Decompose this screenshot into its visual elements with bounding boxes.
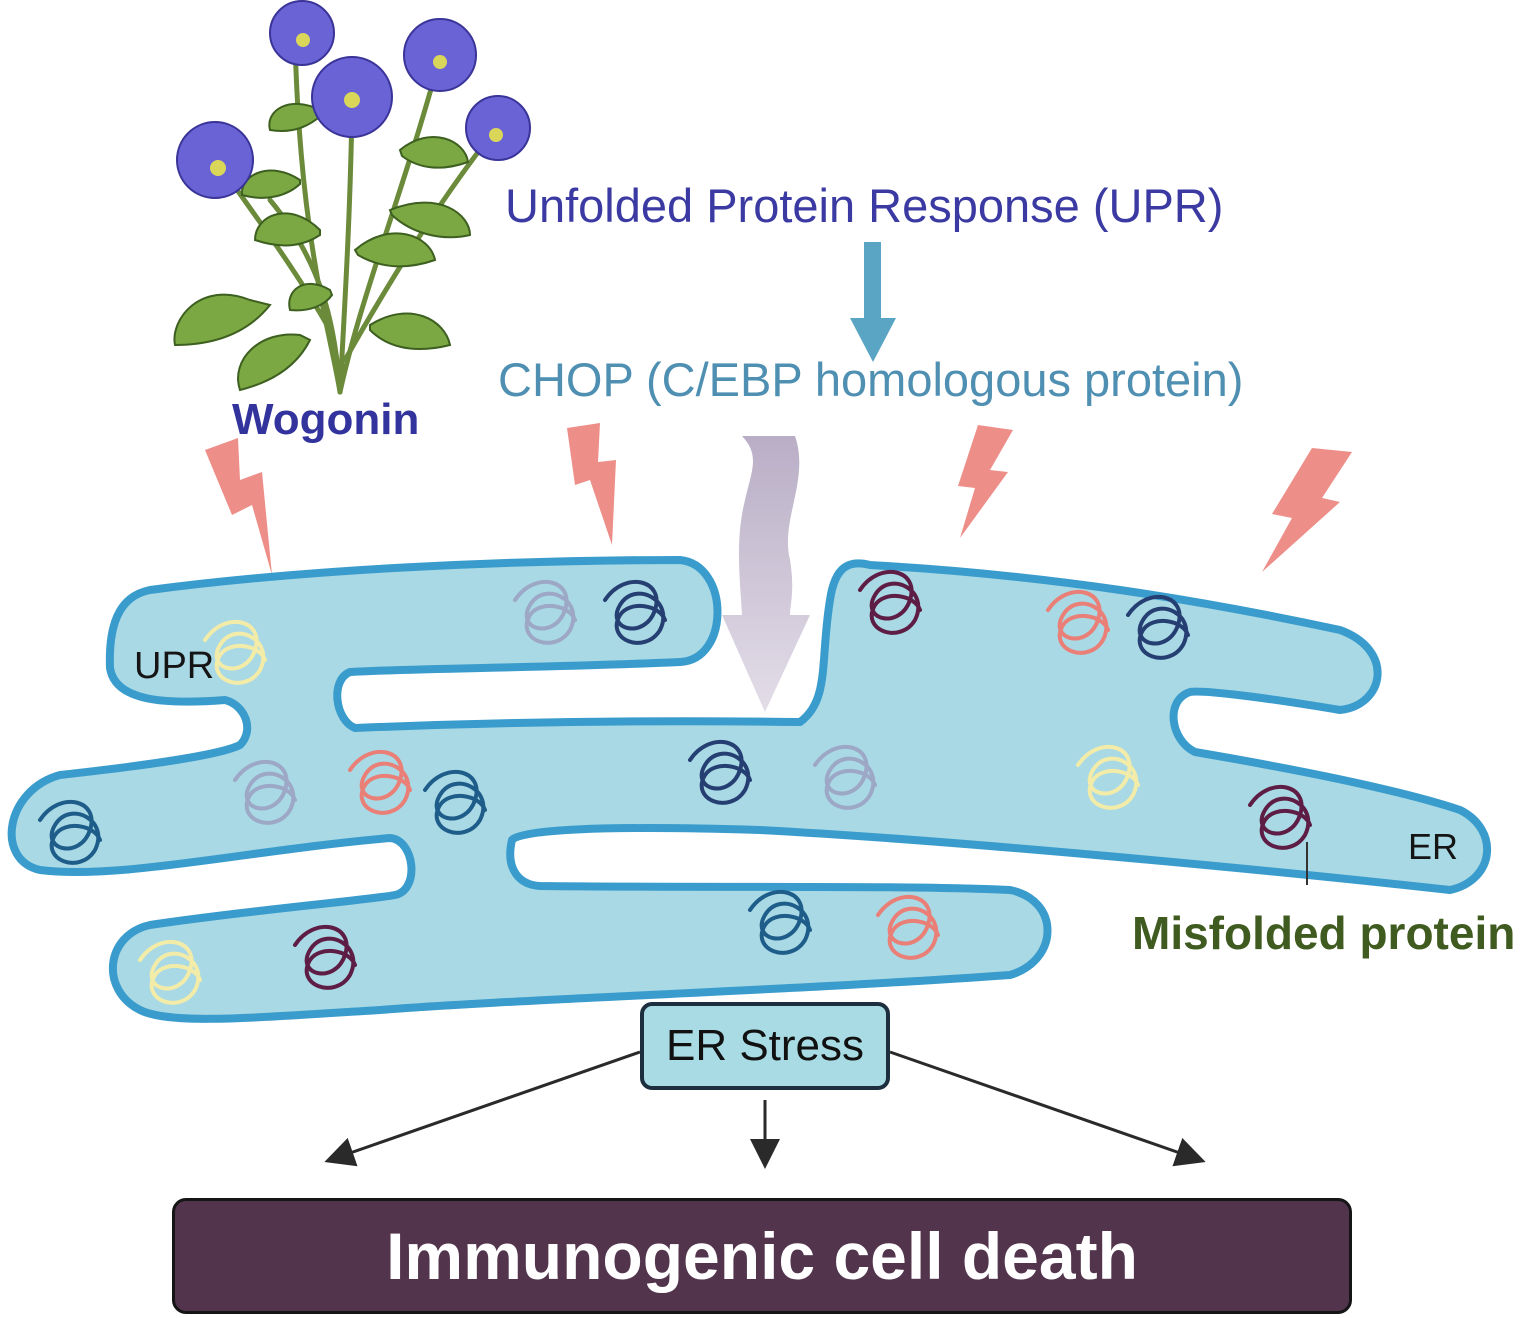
- arrow-right: [889, 1050, 1206, 1167]
- lightning-bolt-icon: [1262, 448, 1352, 572]
- er-stress-arrows: [324, 1050, 1206, 1169]
- immunogenic-cell-death-label: Immunogenic cell death: [386, 1219, 1138, 1293]
- upr-title: Unfolded Protein Response (UPR): [505, 179, 1224, 232]
- flower-plant-icon: [173, 0, 531, 395]
- protein-tangle-icon: [38, 800, 102, 865]
- protein-tangle-icon: [138, 940, 202, 1005]
- arrow-left: [324, 1050, 641, 1167]
- protein-tangle-icon: [813, 745, 877, 810]
- protein-tangle-icon: [688, 740, 752, 805]
- er-stress-box: ER Stress: [640, 1002, 890, 1090]
- immunogenic-cell-death-box: Immunogenic cell death: [172, 1198, 1352, 1314]
- protein-tangle-icon: [858, 570, 922, 635]
- lightning-bolt-icon: [205, 438, 272, 575]
- protein-tangles: [38, 570, 1312, 1005]
- protein-tangle-icon: [233, 760, 297, 825]
- protein-tangle-icon: [293, 925, 357, 990]
- wavy-arrow-icon: [722, 436, 810, 712]
- lightning-bolt-icon: [958, 425, 1013, 538]
- chop-title: CHOP (C/EBP homologous protein): [498, 353, 1244, 406]
- er-tag: ER: [1408, 826, 1459, 867]
- upr-tag: UPR: [134, 645, 215, 687]
- down-arrow-icon: [850, 242, 896, 362]
- protein-tangle-icon: [423, 770, 487, 835]
- lightning-bolt-icon: [567, 423, 616, 545]
- misfolded-protein-label: Misfolded protein: [1132, 907, 1516, 959]
- protein-tangle-icon: [1076, 745, 1140, 810]
- wogonin-label: Wogonin: [232, 395, 420, 444]
- er-stress-label: ER Stress: [665, 1021, 865, 1070]
- er-membrane-icon: [7, 556, 1491, 1023]
- protein-tangle-icon: [513, 580, 577, 645]
- protein-tangle-icon: [603, 580, 667, 645]
- protein-tangle-icon: [748, 890, 812, 955]
- protein-tangle-icon: [1248, 785, 1312, 850]
- protein-tangle-icon: [203, 620, 267, 685]
- protein-tangle-icon: [1046, 590, 1110, 655]
- protein-tangle-icon: [876, 895, 940, 960]
- protein-tangle-icon: [348, 750, 412, 815]
- lightning-bolts: [205, 423, 1352, 575]
- er-lumen-shape: [7, 556, 1491, 1023]
- protein-tangle-icon: [1126, 595, 1190, 660]
